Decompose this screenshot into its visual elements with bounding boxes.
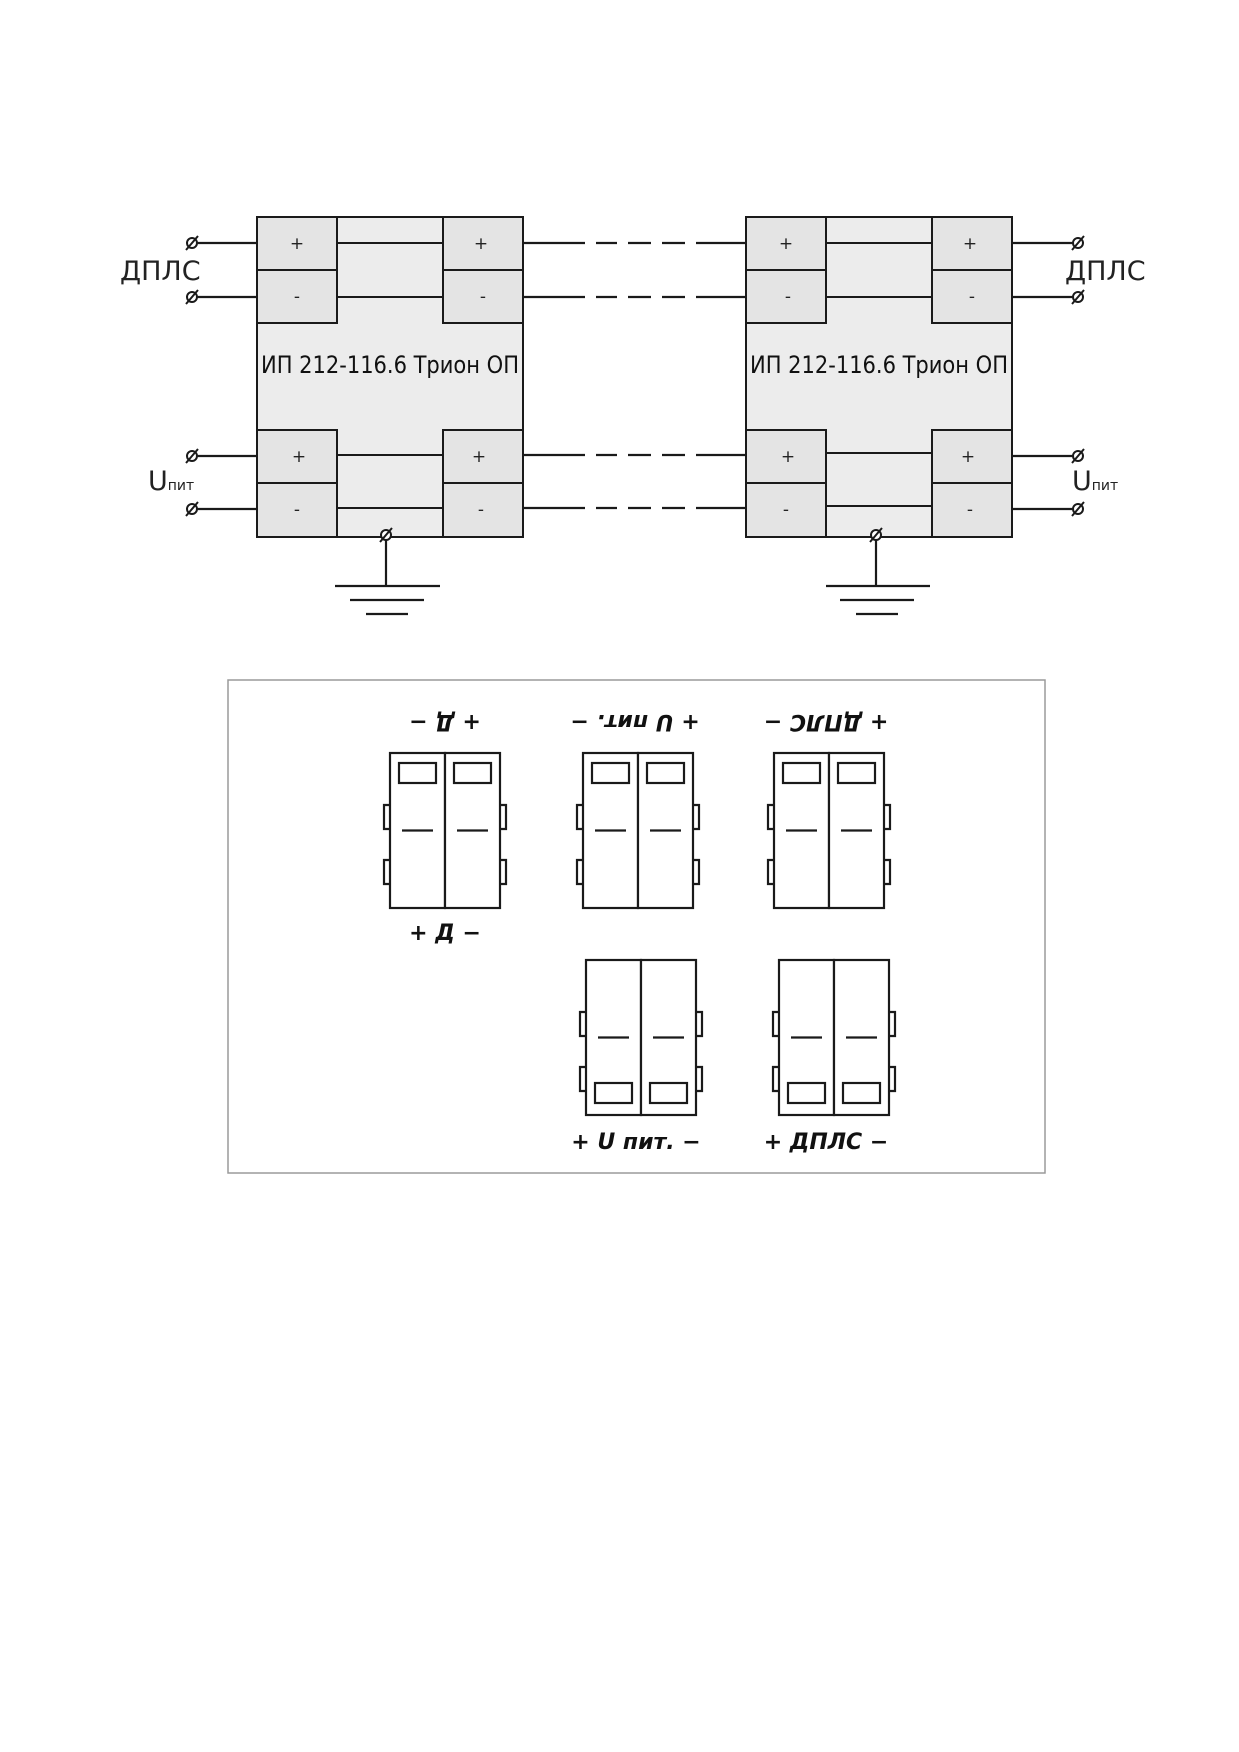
connector-label-dpls-bottom: + ДПЛС − (764, 1130, 889, 1155)
connector-slot (781, 761, 822, 785)
device-1-terminal (256, 429, 338, 484)
terminal-symbol-icon (185, 289, 199, 305)
terminal-plus: + (472, 447, 486, 467)
connector-slot (452, 761, 493, 785)
device-1-terminal (442, 482, 524, 538)
terminal-symbol-icon (185, 235, 199, 251)
ground-1 (335, 527, 440, 616)
connector-slot (648, 1081, 689, 1105)
device-2-terminal (931, 482, 1013, 538)
connector-slot (836, 761, 877, 785)
device-1-terminal-signs: + - + - + - + - (290, 234, 488, 520)
connector-label-upit-top: + U пит. − (570, 709, 699, 734)
right-power-label: Uпит (1072, 466, 1118, 497)
connector-dpls-bottom (771, 958, 897, 1117)
terminal-minus: - (480, 287, 486, 307)
terminal-plus: + (474, 234, 488, 254)
connector-blocks (382, 751, 897, 1117)
connector-slot (786, 1081, 827, 1105)
connector-slot (841, 1081, 882, 1105)
terminal-symbol-icon (185, 501, 199, 517)
terminal-minus: - (294, 500, 300, 520)
device-2-terminal (745, 429, 827, 484)
terminal-minus: - (967, 500, 973, 520)
terminal-plus: + (961, 447, 975, 467)
terminal-plus: + (290, 234, 304, 254)
terminal-symbol-icon (185, 448, 199, 464)
terminal-plus: + (781, 447, 795, 467)
terminal-minus: - (783, 500, 789, 520)
left-power-label: Uпит (148, 466, 194, 497)
terminal-minus: - (785, 287, 791, 307)
device-2-terminal-signs: + - + - + - + - (779, 234, 977, 520)
left-line-label: ДПЛС (120, 256, 201, 287)
ground-terminal-icon (379, 527, 393, 543)
device-1-terminal (256, 482, 338, 538)
terminal-minus: - (294, 287, 300, 307)
terminal-symbol-icon (1071, 448, 1085, 464)
wires (192, 241, 1078, 511)
terminal-symbol-icon (1071, 235, 1085, 251)
terminal-symbol-icon (1071, 289, 1085, 305)
connector-label-upit-bottom: + U пит. − (571, 1130, 700, 1155)
connector-slot (590, 761, 631, 785)
connector-d-top (382, 751, 508, 910)
terminal-plus: + (292, 447, 306, 467)
device-1-label: ИП 212-116.6 Трион ОП (261, 351, 519, 379)
device-1-terminal (256, 216, 338, 271)
terminal-minus: - (969, 287, 975, 307)
connector-slot (593, 1081, 634, 1105)
terminal-symbol-icon (1071, 501, 1085, 517)
ground-terminal-icon (869, 527, 883, 543)
terminal-plus: + (779, 234, 793, 254)
device-2 (745, 216, 1013, 538)
right-line-label: ДПЛС (1065, 256, 1146, 287)
device-2-terminal (745, 482, 827, 538)
connector-upit-bottom (578, 958, 704, 1117)
connector-slot (397, 761, 438, 785)
connector-label-dpls-top: + ДПЛС − (764, 709, 889, 734)
device-1-terminal (442, 269, 524, 324)
connector-dpls-top (766, 751, 892, 910)
ground-2 (826, 527, 930, 616)
device-1-terminal (256, 269, 338, 324)
connector-slot (645, 761, 686, 785)
device-1 (256, 216, 524, 538)
connector-label-d-top: + Д − (409, 709, 481, 734)
terminal-plus: + (963, 234, 977, 254)
terminal-symbols (185, 235, 1085, 517)
device-2-label: ИП 212-116.6 Трион ОП (750, 351, 1008, 379)
connector-label-d-bottom: + Д − (409, 921, 481, 946)
connector-upit-top (575, 751, 701, 910)
device-2-terminal (931, 269, 1013, 324)
terminal-minus: - (478, 500, 484, 520)
